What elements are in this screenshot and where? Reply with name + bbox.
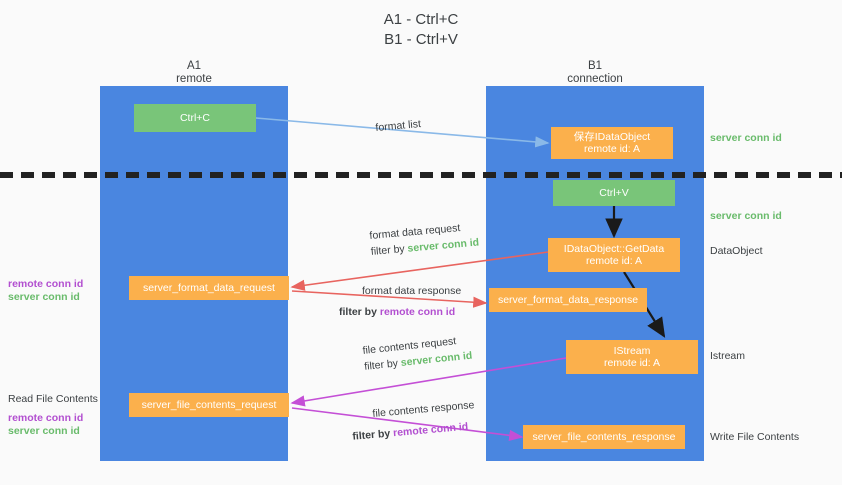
filter-by-text-1: filter by [370,242,406,258]
node-ctrl-v[interactable]: Ctrl+V [553,180,675,206]
node-idataobject[interactable]: 保存IDataObject remote id: A [551,127,673,159]
lane-b1-name: B1 [587,60,603,72]
node-server-format-data-request[interactable]: server_format_data_request [129,276,289,300]
filter-by-text-2: filter by [339,306,377,318]
node-file-resp-label: server_file_contents_response [532,430,676,443]
title-line-1: A1 - Ctrl+C [383,11,459,28]
side-label-server-conn-id-top: server conn id [710,132,782,144]
edge-label-file-contents-response-group: file contents response filter by remote … [352,399,477,443]
node-file-req-label: server_file_contents_request [141,398,277,411]
lane-header-b1: B1 connection [486,60,704,86]
side-label-server-conn-id-1: server conn id [8,291,80,303]
side-label-write-file-contents: Write File Contents [710,431,800,443]
edge-label-format-list: format list [375,118,422,134]
edge-label-format-data-request-group: format data request filter by server con… [369,221,480,259]
filter-by-text-4: filter by [351,427,391,443]
side-label-read-file-contents: Read File Contents [8,393,98,405]
node-istream-line2: remote id: A [603,357,661,369]
node-idataobject-getdata[interactable]: IDataObject::GetData remote id: A [548,238,680,272]
lane-b1-sub: connection [567,73,623,85]
side-label-dataobject: DataObject [710,245,763,257]
node-getdata-line1: IDataObject::GetData [563,242,665,255]
side-label-server-conn-id-mid: server conn id [710,210,782,222]
node-server-file-contents-request[interactable]: server_file_contents_request [129,393,289,417]
node-server-format-data-response[interactable]: server_format_data_response [489,288,647,312]
server-conn-id-text-1: server conn id [407,236,480,255]
remote-conn-id-text-2: remote conn id [392,420,469,440]
edge-label-file-response-filter: filter by remote conn id [352,420,477,444]
side-label-istream: Istream [710,350,746,362]
lane-header-a1: A1 remote [100,60,288,86]
node-idataobject-line2: remote id: A [583,143,641,155]
node-format-req-label: server_format_data_request [143,281,275,294]
edge-label-format-data-response-group: format data response filter by remote co… [339,285,462,319]
lane-a1-name: A1 [186,60,202,72]
edge-label-format-data-response: format data response [362,285,462,297]
side-label-remote-conn-id-2: remote conn id [8,412,84,424]
node-ctrl-v-label: Ctrl+V [599,186,629,199]
side-label-remote-conn-id-1: remote conn id [8,278,84,290]
filter-by-text-3: filter by [363,357,399,373]
edge-label-file-contents-response: file contents response [372,399,475,420]
node-format-resp-label: server_format_data_response [497,293,639,306]
node-server-file-contents-response[interactable]: server_file_contents_response [523,425,685,449]
diagram-title: A1 - Ctrl+C B1 - Ctrl+V [0,10,842,50]
title-line-2: B1 - Ctrl+V [384,31,458,48]
node-istream-line1: IStream [613,344,651,357]
edge-label-format-response-filter: filter by remote conn id [339,306,461,319]
node-getdata-line2: remote id: A [585,255,643,267]
phase-separator-dashed-line [0,172,842,178]
remote-conn-id-text-1: remote conn id [379,306,456,318]
node-istream[interactable]: IStream remote id: A [566,340,698,374]
edge-label-file-contents-request-group: file contents request filter by server c… [362,334,473,374]
lane-a1-sub: remote [176,73,212,85]
node-idataobject-line1: 保存IDataObject [573,130,651,143]
node-ctrl-c[interactable]: Ctrl+C [134,104,256,132]
node-ctrl-c-label: Ctrl+C [179,111,211,124]
side-label-server-conn-id-2: server conn id [8,425,80,437]
